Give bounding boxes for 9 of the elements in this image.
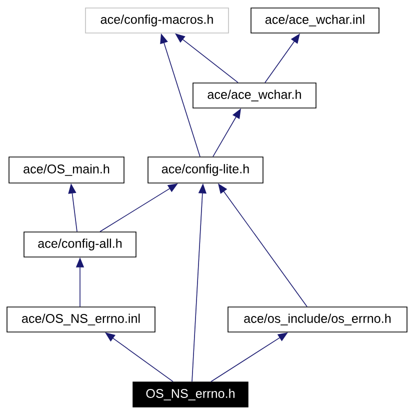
file-box: ace/config-all.h [24,232,136,258]
file-box: ace/OS_main.h [8,156,124,184]
file-box: ace/ace_wchar.h [192,82,316,108]
file-box: ace/os_include/os_errno.h [228,306,408,332]
file-box: ace/config-lite.h [148,156,264,184]
file-box: OS_NS_errno.h [132,382,248,408]
file-box: ace/config-macros.h [85,8,229,34]
file-box: ace/OS_NS_errno.inl [6,306,156,332]
file-box: ace/ace_wchar.inl [250,8,380,34]
